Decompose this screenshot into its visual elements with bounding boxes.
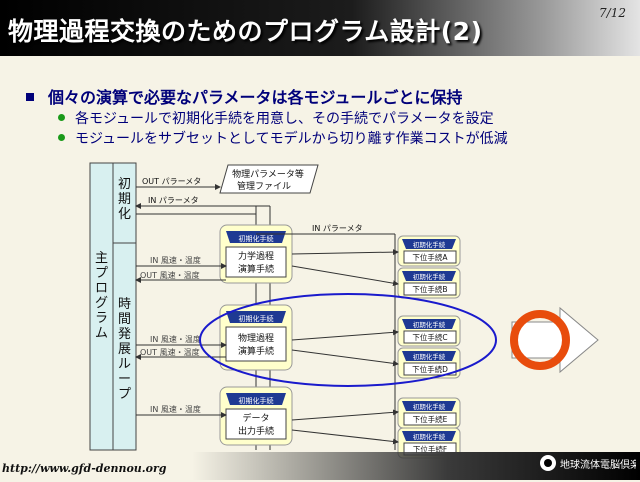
module-1-in: IN 風速・温度 — [150, 255, 201, 265]
svg-text:初期化手続: 初期化手続 — [413, 320, 446, 329]
module-1-out: OUT 風速・温度 — [140, 270, 200, 280]
out-param-label: OUT パラーメタ — [142, 177, 201, 186]
lower-proc-b: 下位手続B — [412, 284, 447, 294]
lower-proc-c: 下位手続C — [412, 332, 447, 342]
lower-proc-d: 下位手続D — [412, 364, 448, 374]
main-program-label: 主プログラム — [95, 251, 108, 341]
lower-proc-a: 下位手続A — [412, 252, 448, 262]
param-file-line1: 物理パラメータ等 — [232, 168, 304, 180]
time-loop-label: 時間発展ループ — [118, 297, 131, 402]
time-loop-bar — [112, 242, 137, 451]
svg-text:初期化手続: 初期化手続 — [413, 402, 446, 411]
init-label: 初期化 — [118, 177, 131, 222]
module-2-out: OUT 風速・温度 — [140, 347, 200, 357]
init-proc-1: 初期化手続 — [239, 234, 274, 243]
module-3-line2: 出力手続 — [238, 425, 274, 437]
svg-text:初期化手続: 初期化手続 — [413, 432, 446, 441]
module-3-line1: データ — [242, 412, 269, 424]
in-param-label: IN パラーメタ — [148, 196, 199, 205]
orange-ring — [510, 310, 570, 370]
svg-text:初期化手続: 初期化手続 — [413, 272, 446, 281]
logo-text: 地球流体電脳倶楽部 — [560, 458, 636, 471]
dot-bullet-icon — [58, 133, 65, 141]
lower-proc-f: 下位手続F — [413, 444, 447, 454]
module-2-in: IN 風速・温度 — [150, 334, 201, 344]
in-param-label-2: IN パラーメタ — [312, 224, 363, 233]
module-1-line1: 力学過程 — [238, 250, 274, 262]
param-file-shape — [219, 164, 319, 194]
title-bar — [0, 0, 640, 56]
logo: 地球流体電脳倶楽部 — [536, 448, 640, 478]
param-file-line2: 管理ファイル — [237, 180, 291, 192]
main-bullet: 個々の演算で必要なパラメータは各モジュールごとに保持 — [26, 84, 462, 108]
main-bullet-text: 個々の演算で必要なパラメータは各モジュールごとに保持 — [48, 88, 463, 107]
sub-bullet-2: モジュールをサブセットとしてモデルから切り離す作業コストが低減 — [58, 128, 508, 148]
highlight-ellipse — [199, 293, 497, 387]
page-number: 7/12 — [599, 6, 626, 20]
module-2-line1: 物理過程 — [238, 332, 274, 344]
init-proc-2: 初期化手続 — [239, 314, 274, 323]
dot-bullet-icon — [58, 113, 65, 121]
footer-bar — [0, 452, 640, 480]
lower-proc-e: 下位手続E — [413, 414, 448, 424]
sub-bullet-1: 各モジュールで初期化手続を用意し、その手続でパラメータを設定 — [58, 108, 494, 128]
module-2-line2: 演算手続 — [238, 345, 274, 357]
module-1-line2: 演算手続 — [238, 263, 274, 275]
footer-url[interactable]: http://www.gfd-dennou.org — [2, 462, 167, 475]
square-bullet-icon — [26, 92, 34, 101]
svg-text:初期化手続: 初期化手続 — [413, 352, 446, 361]
svg-text:初期化手続: 初期化手続 — [413, 240, 446, 249]
init-proc-3: 初期化手続 — [239, 396, 274, 405]
module-3-in: IN 風速・温度 — [150, 404, 201, 414]
slide-title: 物理過程交換のためのプログラム設計(2) — [8, 17, 483, 46]
lower-procedures: 初期化手続 下位手続A 初期化手続 下位手続B 初期化手続 下位手続C 初期化手… — [397, 235, 461, 459]
